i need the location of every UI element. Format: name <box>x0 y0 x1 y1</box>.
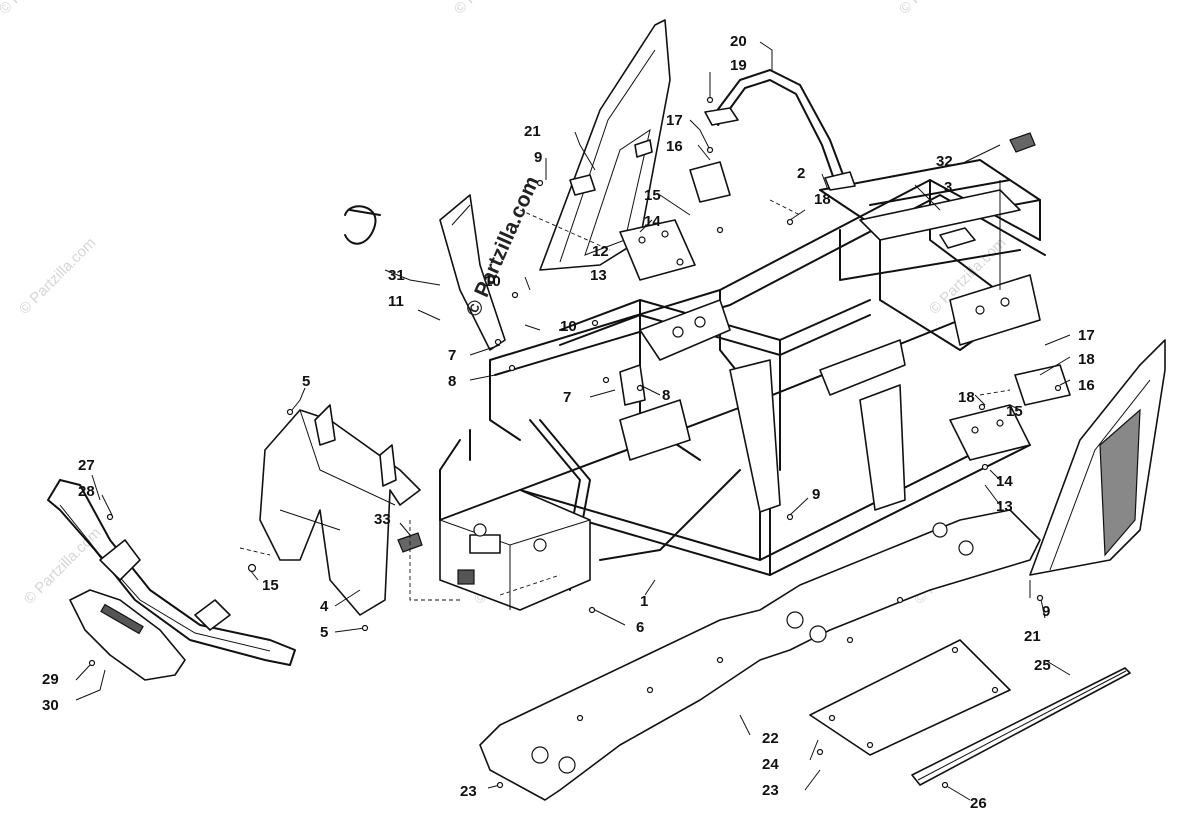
callout-12: 12 <box>592 243 609 260</box>
callout-14: 14 <box>644 213 661 230</box>
callout-31: 31 <box>388 267 405 284</box>
rear-hoop <box>704 69 856 191</box>
watermark-text: © Partzilla.com <box>16 234 99 317</box>
callout-18: 18 <box>958 389 975 406</box>
callout-8: 8 <box>448 373 456 390</box>
callout-16: 16 <box>1078 377 1095 394</box>
callout-17: 17 <box>1078 327 1095 344</box>
callout-19: 19 <box>730 57 747 74</box>
callout-7: 7 <box>448 347 456 364</box>
callout-16: 16 <box>666 138 683 155</box>
callout-6: 6 <box>636 619 644 636</box>
callout-32: 32 <box>936 153 953 170</box>
callout-labels: 20 19 17 16 21 9 2 32 3 15 18 14 12 13 3… <box>42 33 1095 812</box>
callout-23: 23 <box>460 783 477 800</box>
watermark-text: © Partzilla.com <box>451 0 534 18</box>
callout-5: 5 <box>320 624 328 641</box>
callout-21: 21 <box>1024 628 1041 645</box>
mount-bracket-upper <box>619 161 731 281</box>
callout-5: 5 <box>302 373 310 390</box>
callout-22: 22 <box>762 730 779 747</box>
callout-24: 24 <box>762 756 779 773</box>
callout-13: 13 <box>996 498 1013 515</box>
callout-4: 4 <box>320 598 329 615</box>
roll-bar-right <box>1029 339 1166 576</box>
callout-10: 10 <box>560 318 577 335</box>
callout-3: 3 <box>944 179 952 196</box>
callout-15: 15 <box>644 187 661 204</box>
callout-18: 18 <box>814 191 831 208</box>
callout-14: 14 <box>996 473 1013 490</box>
callout-8: 8 <box>662 387 670 404</box>
callout-15: 15 <box>1006 403 1023 420</box>
callout-33: 33 <box>374 511 391 528</box>
hardware-dots <box>88 96 1062 789</box>
callout-21: 21 <box>524 123 541 140</box>
callout-2: 2 <box>797 165 805 182</box>
skid-plate <box>479 509 1041 801</box>
callout-9: 9 <box>534 149 542 166</box>
front-upright <box>439 194 506 351</box>
callout-13: 13 <box>590 267 607 284</box>
callout-30: 30 <box>42 697 59 714</box>
callout-27: 27 <box>78 457 95 474</box>
callout-23: 23 <box>762 782 779 799</box>
callout-11: 11 <box>388 293 404 310</box>
splash-strap <box>344 205 381 245</box>
callout-10: 10 <box>484 273 501 290</box>
watermark-text: © Partzilla.com <box>896 0 979 18</box>
front-skid-guard <box>69 589 186 681</box>
callout-1: 1 <box>640 593 648 610</box>
side-rail <box>911 667 1131 786</box>
callout-28: 28 <box>78 483 95 500</box>
callout-9: 9 <box>1042 603 1050 620</box>
callout-26: 26 <box>970 795 987 812</box>
main-frame <box>439 159 1046 611</box>
leader-lines <box>75 41 1071 801</box>
assembly-lines <box>239 199 1011 601</box>
callout-29: 29 <box>42 671 59 688</box>
mount-bracket-lower <box>949 364 1071 461</box>
front-bracket <box>259 404 421 616</box>
front-bumper <box>47 479 296 666</box>
callout-9: 9 <box>812 486 820 503</box>
callout-7: 7 <box>563 389 571 406</box>
decal-32 <box>1009 132 1036 153</box>
watermark-text: © Partzilla.com <box>0 0 79 18</box>
roll-bar-left <box>539 19 671 271</box>
callout-20: 20 <box>730 33 747 50</box>
access-plate <box>809 639 1011 756</box>
callout-18: 18 <box>1078 351 1095 368</box>
callout-15: 15 <box>262 577 279 594</box>
callout-25: 25 <box>1034 657 1051 674</box>
callout-17: 17 <box>666 112 683 129</box>
